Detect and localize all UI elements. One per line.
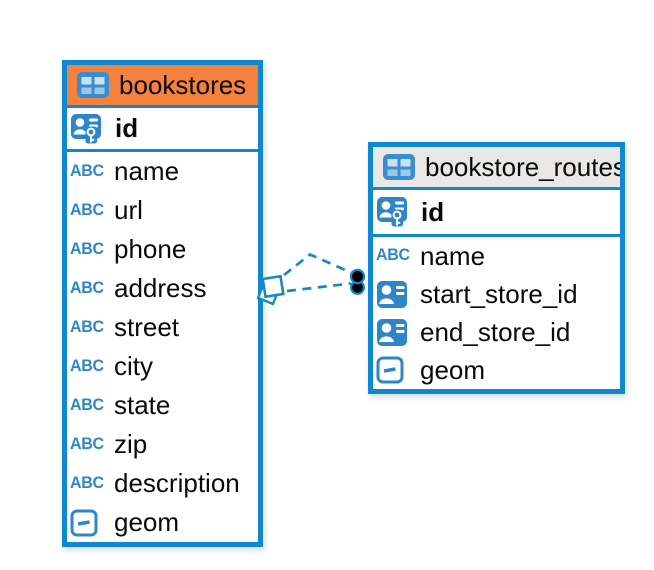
column-name: id xyxy=(421,196,445,227)
column-name: geom xyxy=(420,354,486,385)
primary-key-row[interactable]: id xyxy=(373,190,620,237)
table-title: bookstores xyxy=(119,69,247,100)
column-row[interactable]: ABC description xyxy=(67,464,258,503)
column-row[interactable]: ABC zip xyxy=(67,425,258,464)
table-icon xyxy=(382,153,416,181)
geometry-type-icon xyxy=(70,509,107,537)
column-name: start_store_id xyxy=(420,278,578,309)
primary-key-row[interactable]: id xyxy=(67,108,258,152)
relation-line-upper[interactable] xyxy=(283,252,352,277)
column-row[interactable]: ABC phone xyxy=(67,230,258,269)
table-bookstore-routes[interactable]: bookstore_routes id ABC name xyxy=(368,142,625,394)
text-type-icon: ABC xyxy=(70,474,104,492)
geometry-type-icon xyxy=(376,356,413,384)
primary-key-icon xyxy=(70,113,107,145)
column-name: street xyxy=(114,312,180,342)
column-row[interactable]: ABC name xyxy=(373,237,620,275)
column-name: id xyxy=(115,113,139,143)
text-type-icon: ABC xyxy=(70,162,104,180)
column-name: name xyxy=(420,240,486,271)
column-name: geom xyxy=(114,507,180,537)
table-bookstores[interactable]: bookstores id ABC name xyxy=(62,60,263,547)
text-type-icon: ABC xyxy=(70,279,104,297)
text-type-icon: ABC xyxy=(70,240,104,258)
column-row[interactable]: geom xyxy=(373,351,620,389)
column-name: zip xyxy=(114,429,148,459)
circle-endpoint[interactable] xyxy=(349,268,366,296)
relation-line-lower[interactable] xyxy=(286,282,352,293)
column-name: url xyxy=(114,195,143,225)
column-row[interactable]: ABC url xyxy=(67,191,258,230)
text-type-icon: ABC xyxy=(70,396,104,414)
column-row[interactable]: ABC name xyxy=(67,152,258,191)
text-type-icon: ABC xyxy=(70,357,104,375)
column-row[interactable]: ABC city xyxy=(67,347,258,386)
column-name: address xyxy=(114,273,207,303)
column-row[interactable]: ABC address xyxy=(67,269,258,308)
table-header[interactable]: bookstores xyxy=(67,65,258,108)
text-type-icon: ABC xyxy=(70,318,104,336)
text-type-icon: ABC xyxy=(70,435,104,453)
column-row[interactable]: start_store_id xyxy=(373,275,620,313)
text-type-icon: ABC xyxy=(376,246,410,265)
column-name: name xyxy=(114,156,180,186)
column-name: description xyxy=(114,468,240,498)
reference-type-icon xyxy=(376,318,413,347)
table-header[interactable]: bookstore_routes xyxy=(373,147,620,190)
column-name: state xyxy=(114,390,171,420)
column-name: city xyxy=(114,351,153,381)
column-row[interactable]: geom xyxy=(67,503,258,542)
primary-key-icon xyxy=(376,196,413,228)
column-name: phone xyxy=(114,234,187,264)
table-title: bookstore_routes xyxy=(425,151,620,182)
table-icon xyxy=(76,71,110,99)
column-row[interactable]: ABC state xyxy=(67,386,258,425)
column-row[interactable]: ABC street xyxy=(67,308,258,347)
text-type-icon: ABC xyxy=(70,201,104,219)
column-row[interactable]: end_store_id xyxy=(373,313,620,351)
column-name: end_store_id xyxy=(420,316,571,347)
reference-type-icon xyxy=(376,280,413,309)
